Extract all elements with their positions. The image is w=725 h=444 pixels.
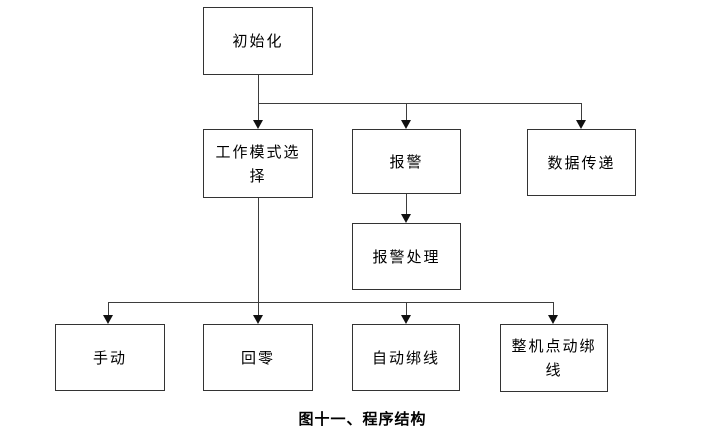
- connector-bottom-horizontal: [108, 302, 554, 303]
- connector-drop-alarm: [406, 103, 407, 121]
- node-init: 初始化: [203, 7, 313, 75]
- connector-mode-to-bottom: [258, 198, 259, 316]
- connector-alarm-to-proc: [406, 194, 407, 215]
- connector-drop-mode-select: [258, 103, 259, 121]
- node-home-zero: 回零: [203, 324, 313, 391]
- arrowhead-manual: [103, 315, 113, 324]
- connector-drop-jog-bind: [553, 302, 554, 316]
- arrowhead-mode-select: [253, 120, 263, 129]
- arrowhead-auto-bind: [401, 315, 411, 324]
- node-auto-bind: 自动绑线: [352, 324, 460, 391]
- arrowhead-alarm: [401, 120, 411, 129]
- connector-drop-manual: [108, 302, 109, 316]
- node-mode-select: 工作模式选择: [203, 129, 313, 198]
- arrowhead-alarm-proc: [401, 214, 411, 223]
- connector-drop-data-trans: [581, 103, 582, 121]
- node-manual: 手动: [55, 324, 165, 391]
- arrowhead-jog-bind: [548, 315, 558, 324]
- node-alarm-proc: 报警处理: [352, 223, 461, 290]
- connector-drop-auto-bind: [406, 302, 407, 316]
- connector-init-to-hub: [258, 75, 259, 103]
- arrowhead-data-trans: [576, 120, 586, 129]
- node-jog-bind: 整机点动绑线: [500, 324, 608, 392]
- node-data-trans: 数据传递: [527, 129, 636, 196]
- connector-top-horizontal: [258, 103, 582, 104]
- arrowhead-home-zero: [253, 315, 263, 324]
- figure-caption: 图十一、程序结构: [298, 410, 427, 428]
- node-alarm: 报警: [352, 129, 461, 194]
